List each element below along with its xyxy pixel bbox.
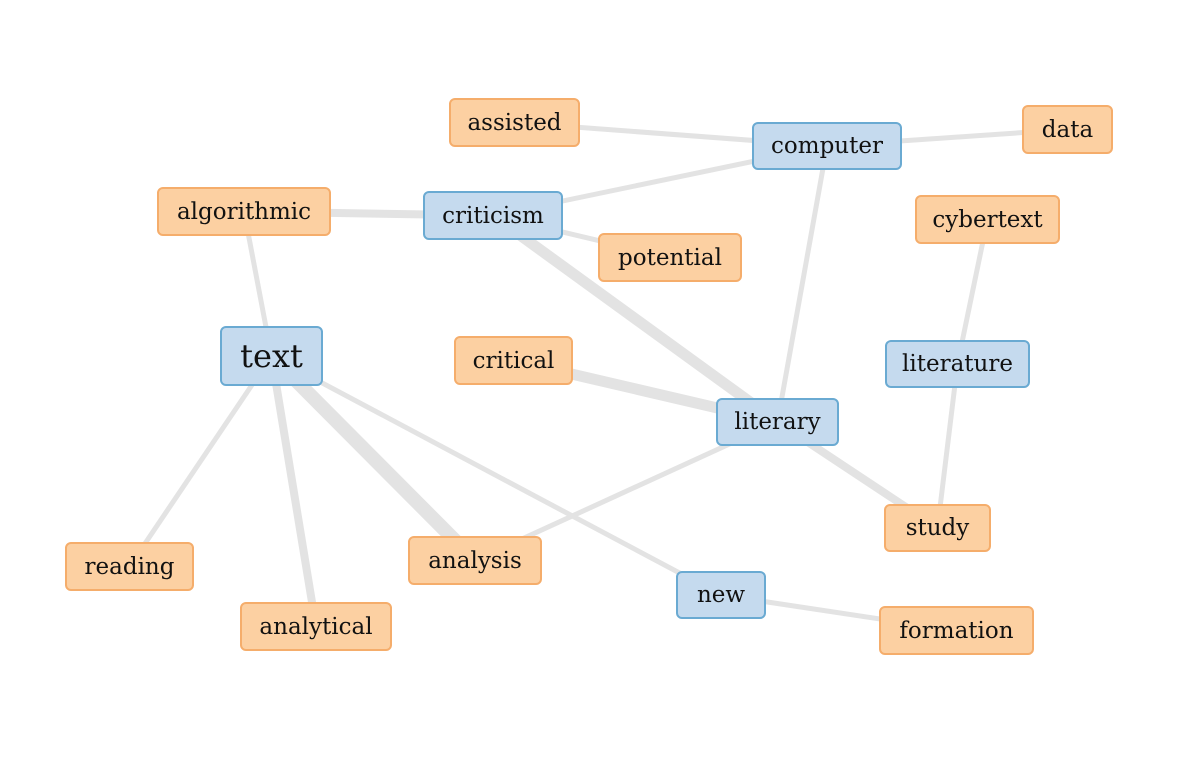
node-assisted[interactable]: assisted: [449, 98, 580, 147]
node-critical[interactable]: critical: [454, 336, 573, 385]
node-criticism[interactable]: criticism: [423, 191, 563, 240]
edge-criticism-literary: [487, 210, 783, 428]
edge-text-analysis: [264, 349, 482, 568]
edge-text-reading: [127, 353, 274, 569]
edge-text-new: [269, 353, 724, 598]
node-literature[interactable]: literature: [885, 340, 1030, 388]
node-computer[interactable]: computer: [752, 122, 902, 170]
node-data[interactable]: data: [1022, 105, 1113, 154]
edge-computer-literary: [775, 143, 830, 425]
node-new[interactable]: new: [676, 571, 766, 619]
edge-literature-study: [935, 361, 960, 531]
node-text[interactable]: text: [220, 326, 323, 386]
node-analysis[interactable]: analysis: [408, 536, 542, 585]
node-algorithmic[interactable]: algorithmic: [157, 187, 331, 236]
node-reading[interactable]: reading: [65, 542, 194, 591]
edge-text-analytical: [267, 352, 320, 631]
node-formation[interactable]: formation: [879, 606, 1034, 655]
node-cybertext[interactable]: cybertext: [915, 195, 1060, 244]
node-potential[interactable]: potential: [598, 233, 742, 282]
node-literary[interactable]: literary: [716, 398, 839, 446]
node-study[interactable]: study: [884, 504, 991, 552]
node-analytical[interactable]: analytical: [240, 602, 392, 651]
